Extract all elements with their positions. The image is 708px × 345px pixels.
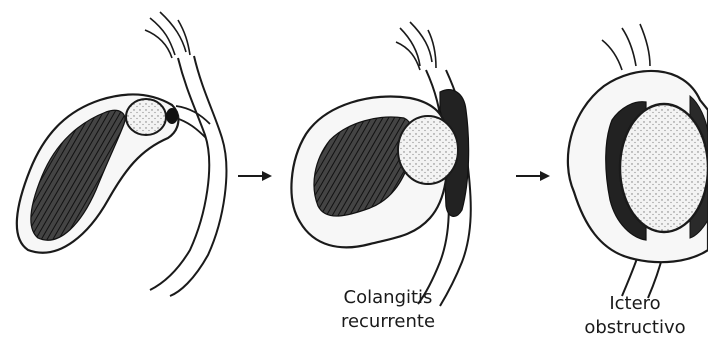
caption-line: obstructivo: [565, 316, 705, 340]
arrow-right-icon: [238, 171, 272, 181]
caption-colangitis-recurrente: Colangitis recurrente: [318, 286, 458, 334]
caption-line: Ictero: [565, 292, 705, 316]
duct-opening: [166, 108, 178, 124]
caption-line: Colangitis: [318, 286, 458, 310]
arrow-right-icon: [516, 171, 550, 181]
gallstone: [126, 99, 166, 135]
panel-3-obstructive-jaundice: [568, 24, 708, 298]
hepatic-duct: [145, 12, 190, 58]
common-bile-duct: [150, 56, 226, 296]
gallstone: [398, 116, 458, 184]
hepatic-duct: [396, 22, 436, 70]
caption-ictero-obstructivo: Ictero obstructivo: [565, 292, 705, 340]
panel-1-gallbladder-stone-neck: [17, 12, 227, 296]
panel-2-recurrent-cholangitis: [291, 22, 470, 306]
caption-line: recurrente: [318, 310, 458, 334]
hepatic-duct: [602, 24, 650, 70]
gallstone: [620, 104, 708, 232]
